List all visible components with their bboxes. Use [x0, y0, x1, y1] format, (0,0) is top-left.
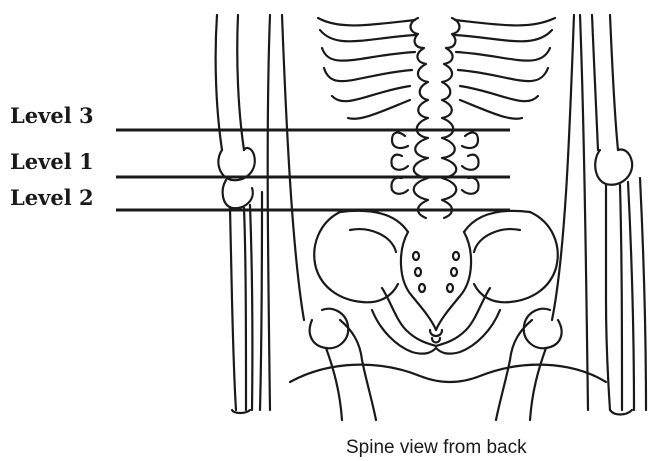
femurs — [290, 309, 606, 420]
ribs — [318, 18, 555, 119]
level-1-label: Level 1 — [10, 151, 94, 172]
torso-outline — [282, 15, 304, 320]
diagram-caption: Spine view from back — [346, 438, 527, 457]
level-2-label: Level 2 — [10, 187, 94, 208]
level-3-label: Level 3 — [10, 105, 94, 126]
vertebral-column — [391, 18, 478, 218]
left-arm — [216, 15, 270, 413]
right-arm — [580, 15, 646, 415]
